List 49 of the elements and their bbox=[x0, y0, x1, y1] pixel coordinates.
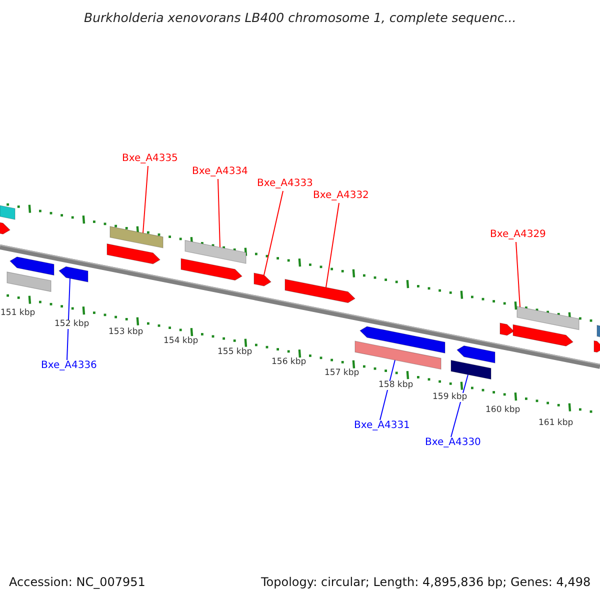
gene-label: Bxe_A4333 bbox=[257, 179, 313, 189]
leader-line bbox=[380, 360, 396, 420]
leader-line bbox=[326, 202, 340, 288]
leader-line bbox=[66, 278, 70, 360]
gene-feature bbox=[6, 272, 52, 292]
scale-label: 159 kbp bbox=[432, 393, 468, 402]
gene-feature bbox=[58, 266, 88, 282]
gene-label: Bxe_A4334 bbox=[192, 167, 248, 177]
title: Burkholderia xenovorans LB400 chromosome 1, complete sequenc... bbox=[84, 12, 516, 24]
gene-feature bbox=[254, 272, 272, 286]
scale-label: 157 kbp bbox=[324, 369, 360, 378]
leader-line bbox=[218, 178, 220, 248]
scale-label: 151 kbp bbox=[0, 309, 36, 318]
gene-label: Bxe_A4329 bbox=[490, 230, 546, 240]
genome-stats-text: Topology: circular; Length: 4,895,836 bp; Genes: 4,498 bbox=[261, 576, 591, 588]
gene-feature bbox=[0, 205, 16, 220]
leader-line bbox=[142, 166, 148, 234]
gene-feature bbox=[594, 340, 600, 353]
gene-label: Bxe_A4335 bbox=[122, 154, 178, 164]
gene-feature bbox=[0, 221, 10, 234]
gene-feature bbox=[10, 256, 54, 276]
gene-feature bbox=[180, 258, 242, 281]
scale-label: 153 kbp bbox=[108, 328, 144, 336]
gene-feature bbox=[184, 240, 246, 264]
scale-label: 154 kbp bbox=[164, 337, 198, 346]
scale-label: 152 kbp bbox=[54, 320, 90, 328]
accession-text: Accession: NC_007951 bbox=[9, 576, 146, 588]
gene-label: Bxe_A4331 bbox=[354, 421, 410, 431]
leader-line bbox=[264, 190, 284, 276]
scale-label: 161 kbp bbox=[538, 419, 574, 428]
gene-feature bbox=[360, 326, 446, 354]
gene-feature bbox=[354, 340, 442, 370]
gene-feature bbox=[110, 226, 164, 248]
scale-label: 156 kbp bbox=[272, 358, 306, 366]
gene-feature bbox=[516, 306, 580, 330]
gene-feature bbox=[500, 322, 514, 336]
gene-feature bbox=[450, 360, 492, 380]
gene-feature bbox=[596, 324, 600, 338]
scale-label: 160 kbp bbox=[486, 406, 520, 414]
gene-label: Bxe_A4336 bbox=[41, 361, 97, 371]
gene-feature bbox=[456, 345, 496, 364]
gene-label: Bxe_A4332 bbox=[313, 191, 369, 201]
scale-label: 155 kbp bbox=[218, 348, 252, 356]
scale-label: 158 kbp bbox=[378, 381, 414, 390]
gene-feature bbox=[106, 243, 160, 264]
gene-label: Bxe_A4330 bbox=[425, 438, 481, 448]
leader-line bbox=[450, 374, 468, 438]
leader-line bbox=[516, 242, 520, 308]
gene-feature bbox=[284, 278, 356, 304]
